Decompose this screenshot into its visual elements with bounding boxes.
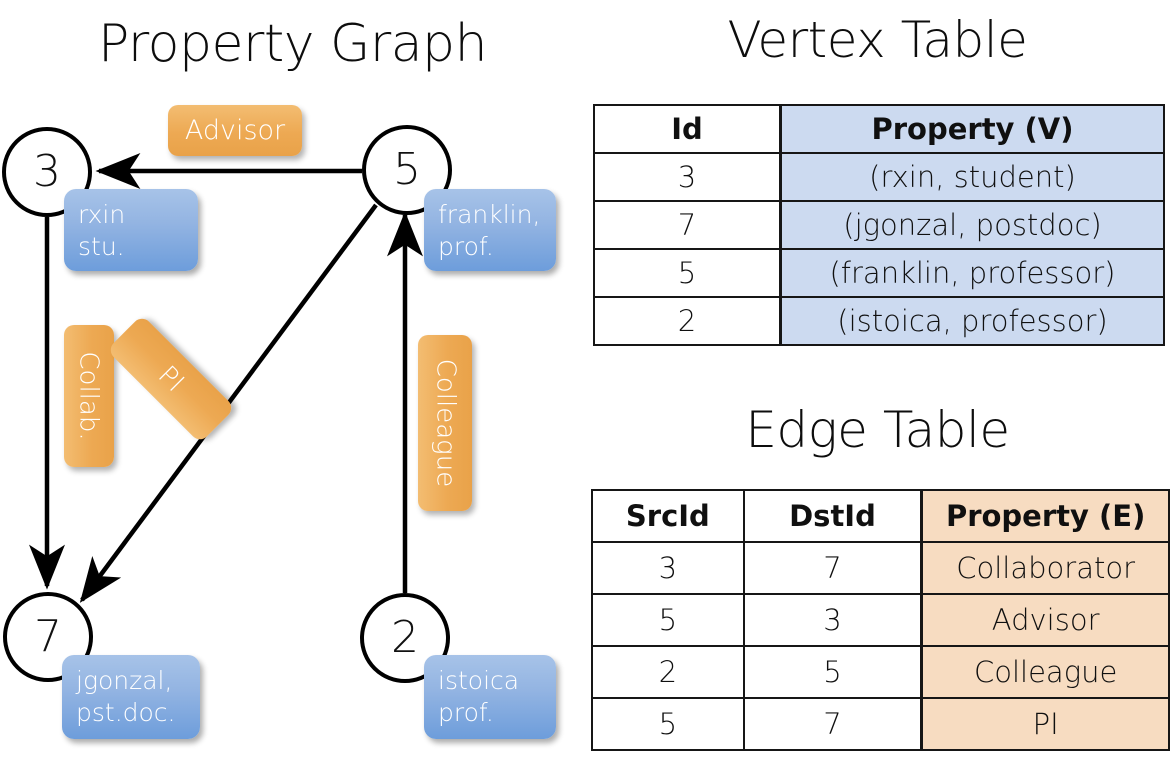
edge-cell-src: 3 xyxy=(591,541,745,595)
vertex-cell-property: (rxin, student) xyxy=(779,152,1165,202)
graph-vertex-5-label: 5 xyxy=(393,144,421,195)
vertex-cell-property: (franklin, professor) xyxy=(779,248,1165,298)
edge-table-header-srcid: SrcId xyxy=(591,489,745,543)
graph-vertex-7-label: 7 xyxy=(34,611,62,662)
vertex-property-box-rxin: rxin stu. xyxy=(64,189,198,271)
vertex-property-box-franklin: franklin, prof. xyxy=(424,189,556,271)
table-header-row: Id Property (V) xyxy=(593,104,1165,154)
table-row[interactable]: 7 (jgonzal, postdoc) xyxy=(593,200,1165,250)
edge-label-pi-text: PI xyxy=(152,360,190,398)
edge-cell-property: Collaborator xyxy=(920,541,1170,595)
table-row[interactable]: 5 (franklin, professor) xyxy=(593,248,1165,298)
vertex-property-box-jgonzal: jgonzal, pst.doc. xyxy=(62,655,200,739)
vertex-property-line: stu. xyxy=(78,232,125,261)
property-graph-diagram: 3 5 7 2 rxin stu. franklin, prof. jgonza… xyxy=(2,105,556,739)
table-row[interactable]: 2 (istoica, professor) xyxy=(593,296,1165,346)
table-row[interactable]: 5 7 PI xyxy=(591,697,1170,751)
table-header-row: SrcId DstId Property (E) xyxy=(591,489,1170,543)
edge-cell-dst: 3 xyxy=(742,593,923,647)
vertex-table: Id Property (V) 3 (rxin, student) 7 (jgo… xyxy=(593,104,1165,346)
graph-vertex-3-label: 3 xyxy=(33,146,61,197)
vertex-cell-id: 5 xyxy=(593,248,782,298)
edge-cell-property: Colleague xyxy=(920,645,1170,699)
edge-cell-property: Advisor xyxy=(920,593,1170,647)
graph-vertex-2[interactable]: 2 xyxy=(360,593,450,683)
edge-cell-dst: 5 xyxy=(742,645,923,699)
edge-label-advisor-text: Advisor xyxy=(184,115,286,146)
vertex-property-line: pst.doc. xyxy=(76,698,176,727)
vertex-property-line: franklin, xyxy=(438,200,541,229)
edge-cell-src: 2 xyxy=(591,645,745,699)
edge-label-advisor: Advisor xyxy=(168,105,302,156)
edge-cell-src: 5 xyxy=(591,593,745,647)
vertex-cell-id: 3 xyxy=(593,152,782,202)
vertex-property-line: istoica xyxy=(438,666,520,695)
vertex-property-line: prof. xyxy=(438,698,494,727)
edge-label-collab-text: Collab. xyxy=(74,351,104,441)
vertex-cell-id: 7 xyxy=(593,200,782,250)
table-row[interactable]: 2 5 Colleague xyxy=(591,645,1170,699)
edge-label-collab: Collab. xyxy=(64,325,114,467)
edge-cell-dst: 7 xyxy=(742,541,923,595)
edge-cell-dst: 7 xyxy=(742,697,923,751)
page-title-vertex-table: Vertex Table xyxy=(727,11,1028,69)
table-row[interactable]: 3 (rxin, student) xyxy=(593,152,1165,202)
vertex-table-header-property: Property (V) xyxy=(779,104,1165,154)
edge-table-header-property: Property (E) xyxy=(920,489,1170,543)
edge-table: SrcId DstId Property (E) 3 7 Collaborato… xyxy=(591,489,1170,751)
edge-label-colleague: Colleague xyxy=(418,335,472,511)
table-row[interactable]: 3 7 Collaborator xyxy=(591,541,1170,595)
vertex-cell-property: (istoica, professor) xyxy=(779,296,1165,346)
vertex-cell-id: 2 xyxy=(593,296,782,346)
vertex-table-header-id: Id xyxy=(593,104,782,154)
edge-cell-property: PI xyxy=(920,697,1170,751)
vertex-property-line: jgonzal, xyxy=(76,666,173,695)
vertex-property-box-istoica: istoica prof. xyxy=(424,655,556,739)
vertex-cell-property: (jgonzal, postdoc) xyxy=(779,200,1165,250)
graph-vertex-2-label: 2 xyxy=(391,612,419,663)
edge-label-colleague-text: Colleague xyxy=(430,358,461,488)
vertex-property-line: prof. xyxy=(438,232,494,261)
edge-table-header-dstid: DstId xyxy=(742,489,923,543)
page-title-property-graph: Property Graph xyxy=(97,14,488,74)
page-title-edge-table: Edge Table xyxy=(745,401,1010,459)
table-row[interactable]: 5 3 Advisor xyxy=(591,593,1170,647)
vertex-property-line: rxin xyxy=(78,200,126,229)
edge-cell-src: 5 xyxy=(591,697,745,751)
